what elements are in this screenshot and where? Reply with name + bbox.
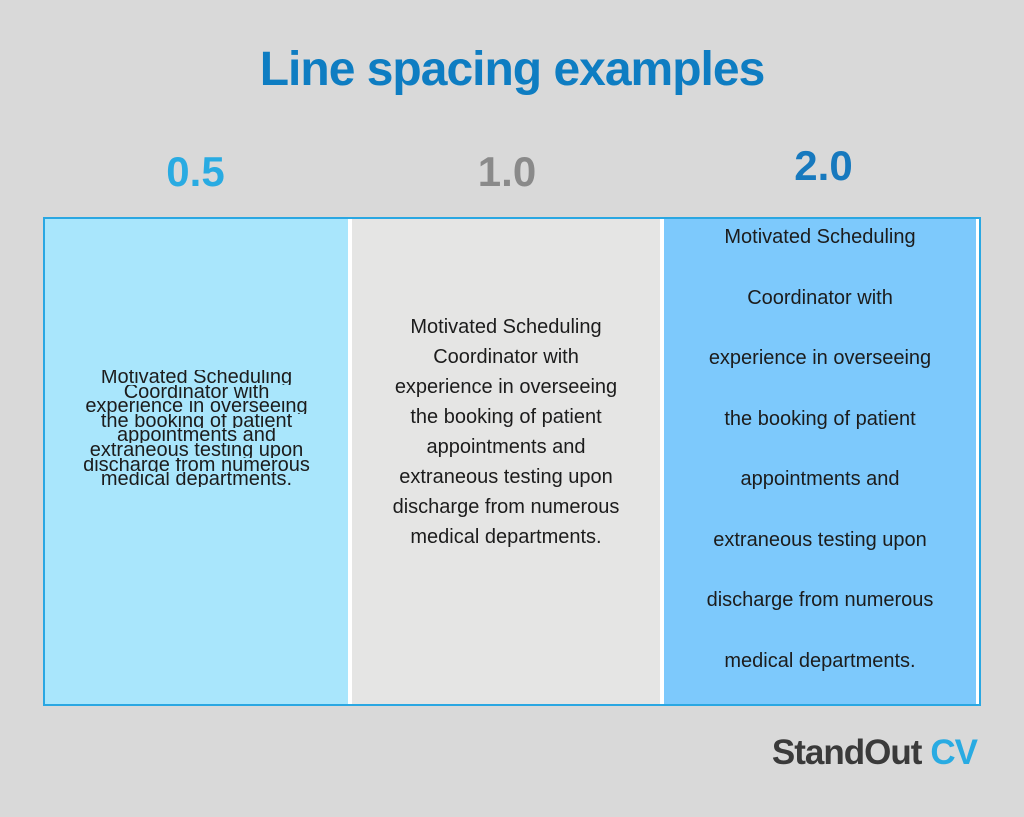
text-line: experience in overseeing [708, 347, 932, 369]
text-line: discharge from numerous [83, 457, 310, 473]
text-line: extraneous testing upon [713, 528, 927, 551]
text-line: extraneous testing upon [89, 442, 304, 458]
text-line: appointments and [116, 428, 276, 443]
column-spacing-1-0: Motivated Scheduling Coordinator with ex… [352, 219, 660, 704]
text-line: Motivated Scheduling [100, 370, 293, 385]
text-line: medical departments. [410, 526, 602, 548]
text-line: appointments and [426, 436, 586, 458]
text-line: the booking of patient [100, 413, 293, 429]
page-title: Line spacing examples [259, 43, 766, 96]
text-line: Motivated Scheduling [410, 316, 602, 338]
text-line: the booking of patient [410, 406, 602, 428]
text-line: Coordinator with [433, 346, 579, 368]
spacing-label-0-5: 0.5 [166, 148, 225, 195]
text-line: experience in overseeing [394, 376, 618, 398]
text-line: discharge from numerous [392, 496, 620, 518]
text-line: Coordinator with [123, 384, 270, 400]
text-line: Coordinator with [747, 286, 893, 309]
text-line: Motivated Scheduling [724, 226, 916, 248]
text-line: medical departments. [724, 649, 916, 672]
text-line: appointments and [740, 468, 900, 490]
logo-text-standout: StandOut [771, 733, 922, 772]
column-spacing-2-0: Motivated Scheduling Coordinator with ex… [664, 219, 976, 704]
spacing-label-2-0: 2.0 [794, 142, 853, 189]
spacing-label-1-0: 1.0 [477, 148, 537, 195]
text-line: medical departments. [100, 472, 293, 487]
text-line: experience in overseeing [85, 399, 308, 414]
line-spacing-examples-box: Motivated Scheduling Coordinator with ex… [43, 217, 981, 706]
text-line: extraneous testing upon [399, 466, 613, 488]
spacing-labels-row: 0.5 1.0 2.0 [43, 142, 981, 196]
text-line: the booking of patient [724, 407, 916, 430]
text-line: discharge from numerous [706, 589, 934, 611]
logo-text-cv: CV [930, 733, 978, 772]
column-spacing-0-5: Motivated Scheduling Coordinator with ex… [45, 219, 348, 704]
